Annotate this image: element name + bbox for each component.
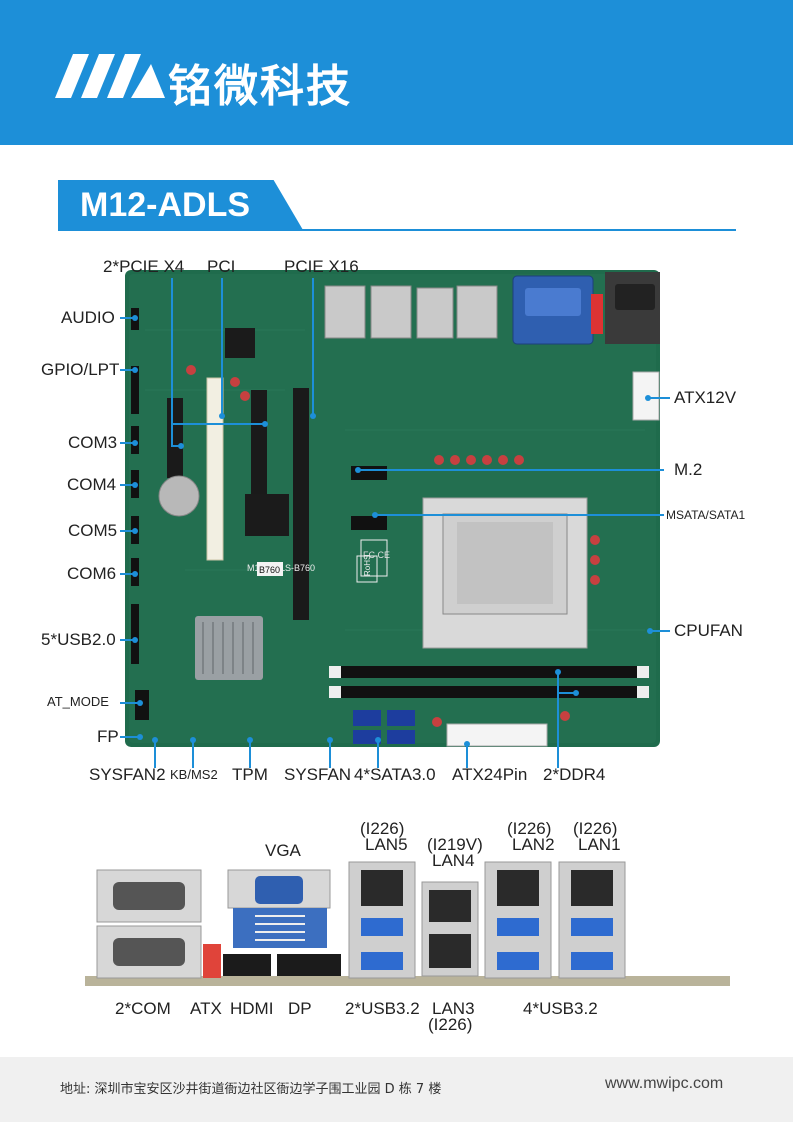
label-at-mode: AT_MODE [47,694,109,709]
io-label-lan1-chip: (I226) [573,819,618,838]
model-title-tab [58,180,303,230]
label-4sata30: 4*SATA3.0 [354,765,436,784]
label-atx12v: ATX12V [674,388,737,407]
label-atx24pin: ATX24Pin [452,765,528,784]
footer-address: 地址: 深圳市宝安区沙井街道衙边社区衙边学子围工业园 D 栋 7 楼 [60,1082,442,1097]
brand-logo-icon [55,54,165,98]
rear-io-panel-image [85,861,730,986]
io-label-vga: VGA [265,841,301,860]
label-cpufan: CPUFAN [674,621,743,640]
io-label-4usb32: 4*USB3.2 [523,999,598,1018]
label-com6: COM6 [67,564,117,583]
chipset-label: B760 [259,565,280,575]
io-label-lan3: LAN3 [432,999,475,1018]
io-label-lan3-chip: (I226) [428,1015,473,1034]
label-5usb20: 5*USB2.0 [41,630,116,649]
io-label-2com: 2*COM [115,999,171,1018]
label-gpio-lpt: GPIO/LPT [41,360,120,379]
footer-bar [0,1057,793,1122]
label-com3: COM3 [68,433,118,452]
label-kb-ms2: KB/MS2 [170,767,218,782]
io-label-lan4-chip: (I219V) [427,835,483,854]
io-label-lan4: LAN4 [432,851,475,870]
io-label-lan2: LAN2 [512,835,555,854]
label-2ddr4: 2*DDR4 [543,765,606,784]
title-underline [58,229,736,231]
label-com5: COM5 [68,521,118,540]
footer-website-link[interactable]: www.mwipc.com [605,1075,724,1092]
io-label-hdmi: HDMI [230,999,274,1018]
io-label-atx: ATX [190,999,222,1018]
rohs-mark: RoHS [363,555,372,576]
label-m2: M.2 [674,460,703,479]
label-fp: FP [97,727,119,746]
label-sysfan2: SYSFAN2 [89,765,166,784]
label-tpm: TPM [232,765,268,784]
io-label-lan5-chip: (I226) [360,819,405,838]
motherboard-image: FC CE M12-ADLS-B760 B760 RoHS [125,270,660,747]
label-com4: COM4 [67,475,117,494]
label-sysfan: SYSFAN [284,765,352,784]
svg-text:FC CE: FC CE [363,550,390,560]
label-pci: PCI [207,257,236,276]
io-label-lan2-chip: (I226) [507,819,552,838]
label-2pcie-x4: 2*PCIE X4 [103,257,185,276]
label-msata-sata1: MSATA/SATA1 [666,508,746,522]
io-label-lan5: LAN5 [365,835,408,854]
io-label-2usb32: 2*USB3.2 [345,999,420,1018]
brand-name: 铭微科技 [168,61,352,112]
label-audio: AUDIO [61,308,115,327]
label-pcie-x16: PCIE X16 [284,257,359,276]
io-label-dp: DP [288,999,312,1018]
model-title: M12-ADLS [80,186,251,224]
io-label-lan1: LAN1 [578,835,621,854]
